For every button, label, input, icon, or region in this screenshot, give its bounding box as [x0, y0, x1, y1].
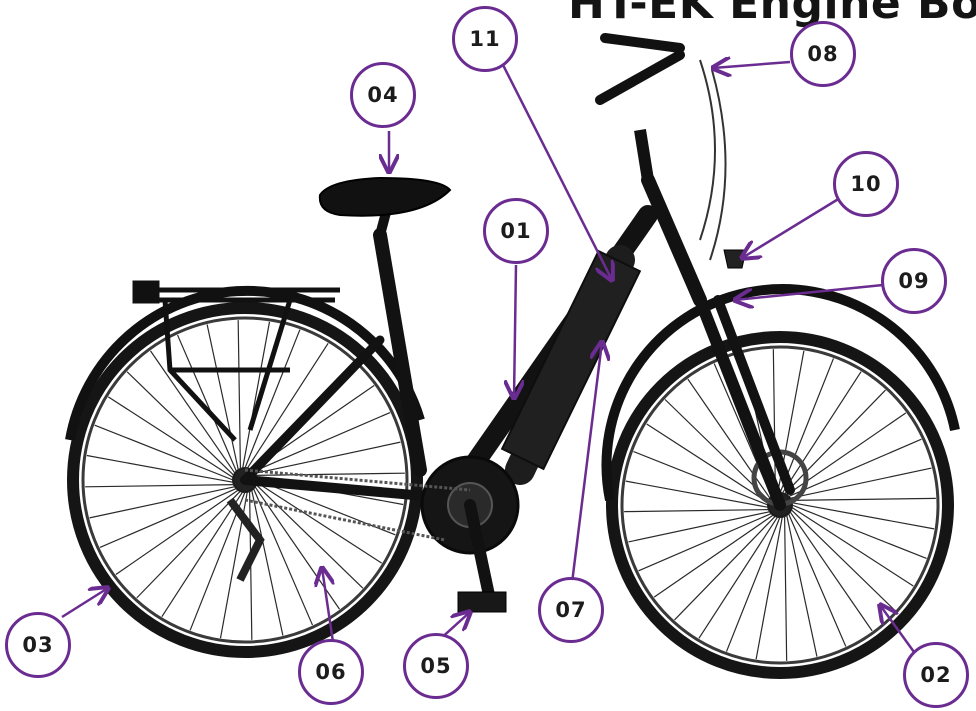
spoke	[238, 320, 240, 469]
spoke	[792, 507, 914, 586]
callout-03: 03	[5, 612, 71, 678]
pedal	[458, 592, 506, 612]
spoke	[756, 517, 782, 659]
spoke	[626, 481, 768, 507]
spoke	[243, 322, 270, 468]
spoke	[791, 498, 936, 500]
spoke	[787, 515, 817, 657]
spoke	[628, 512, 770, 542]
spoke	[773, 349, 775, 494]
spoke	[252, 490, 283, 635]
callout-04: 04	[350, 62, 416, 128]
spoke	[87, 456, 233, 483]
spoke	[137, 491, 241, 598]
spoke	[85, 485, 234, 487]
saddle	[320, 178, 450, 216]
callout-09: 09	[881, 248, 947, 314]
spoke	[624, 510, 769, 512]
callout-06: 06	[298, 639, 364, 705]
callout-02: 02	[903, 642, 969, 708]
cables	[700, 60, 726, 260]
battery	[502, 251, 640, 469]
handlebar	[600, 38, 680, 100]
spoke	[256, 485, 363, 589]
spoke	[256, 473, 405, 475]
spoke	[207, 325, 238, 470]
stem	[640, 130, 648, 180]
callout-05: 05	[403, 633, 469, 699]
callout-10: 10	[833, 151, 899, 217]
derailleur	[230, 500, 260, 580]
spoke	[699, 517, 778, 639]
spoke	[108, 397, 233, 478]
callout-11: 11	[452, 6, 518, 72]
callout-07: 07	[538, 577, 604, 643]
bicycle-illustration	[70, 38, 955, 673]
callout-01: 01	[483, 198, 549, 264]
callout-08: 08	[790, 21, 856, 87]
spoke	[782, 372, 861, 494]
spoke	[790, 468, 932, 498]
spoke	[785, 516, 787, 661]
spoke	[90, 487, 235, 518]
spoke	[792, 503, 934, 529]
spoke	[162, 492, 243, 617]
